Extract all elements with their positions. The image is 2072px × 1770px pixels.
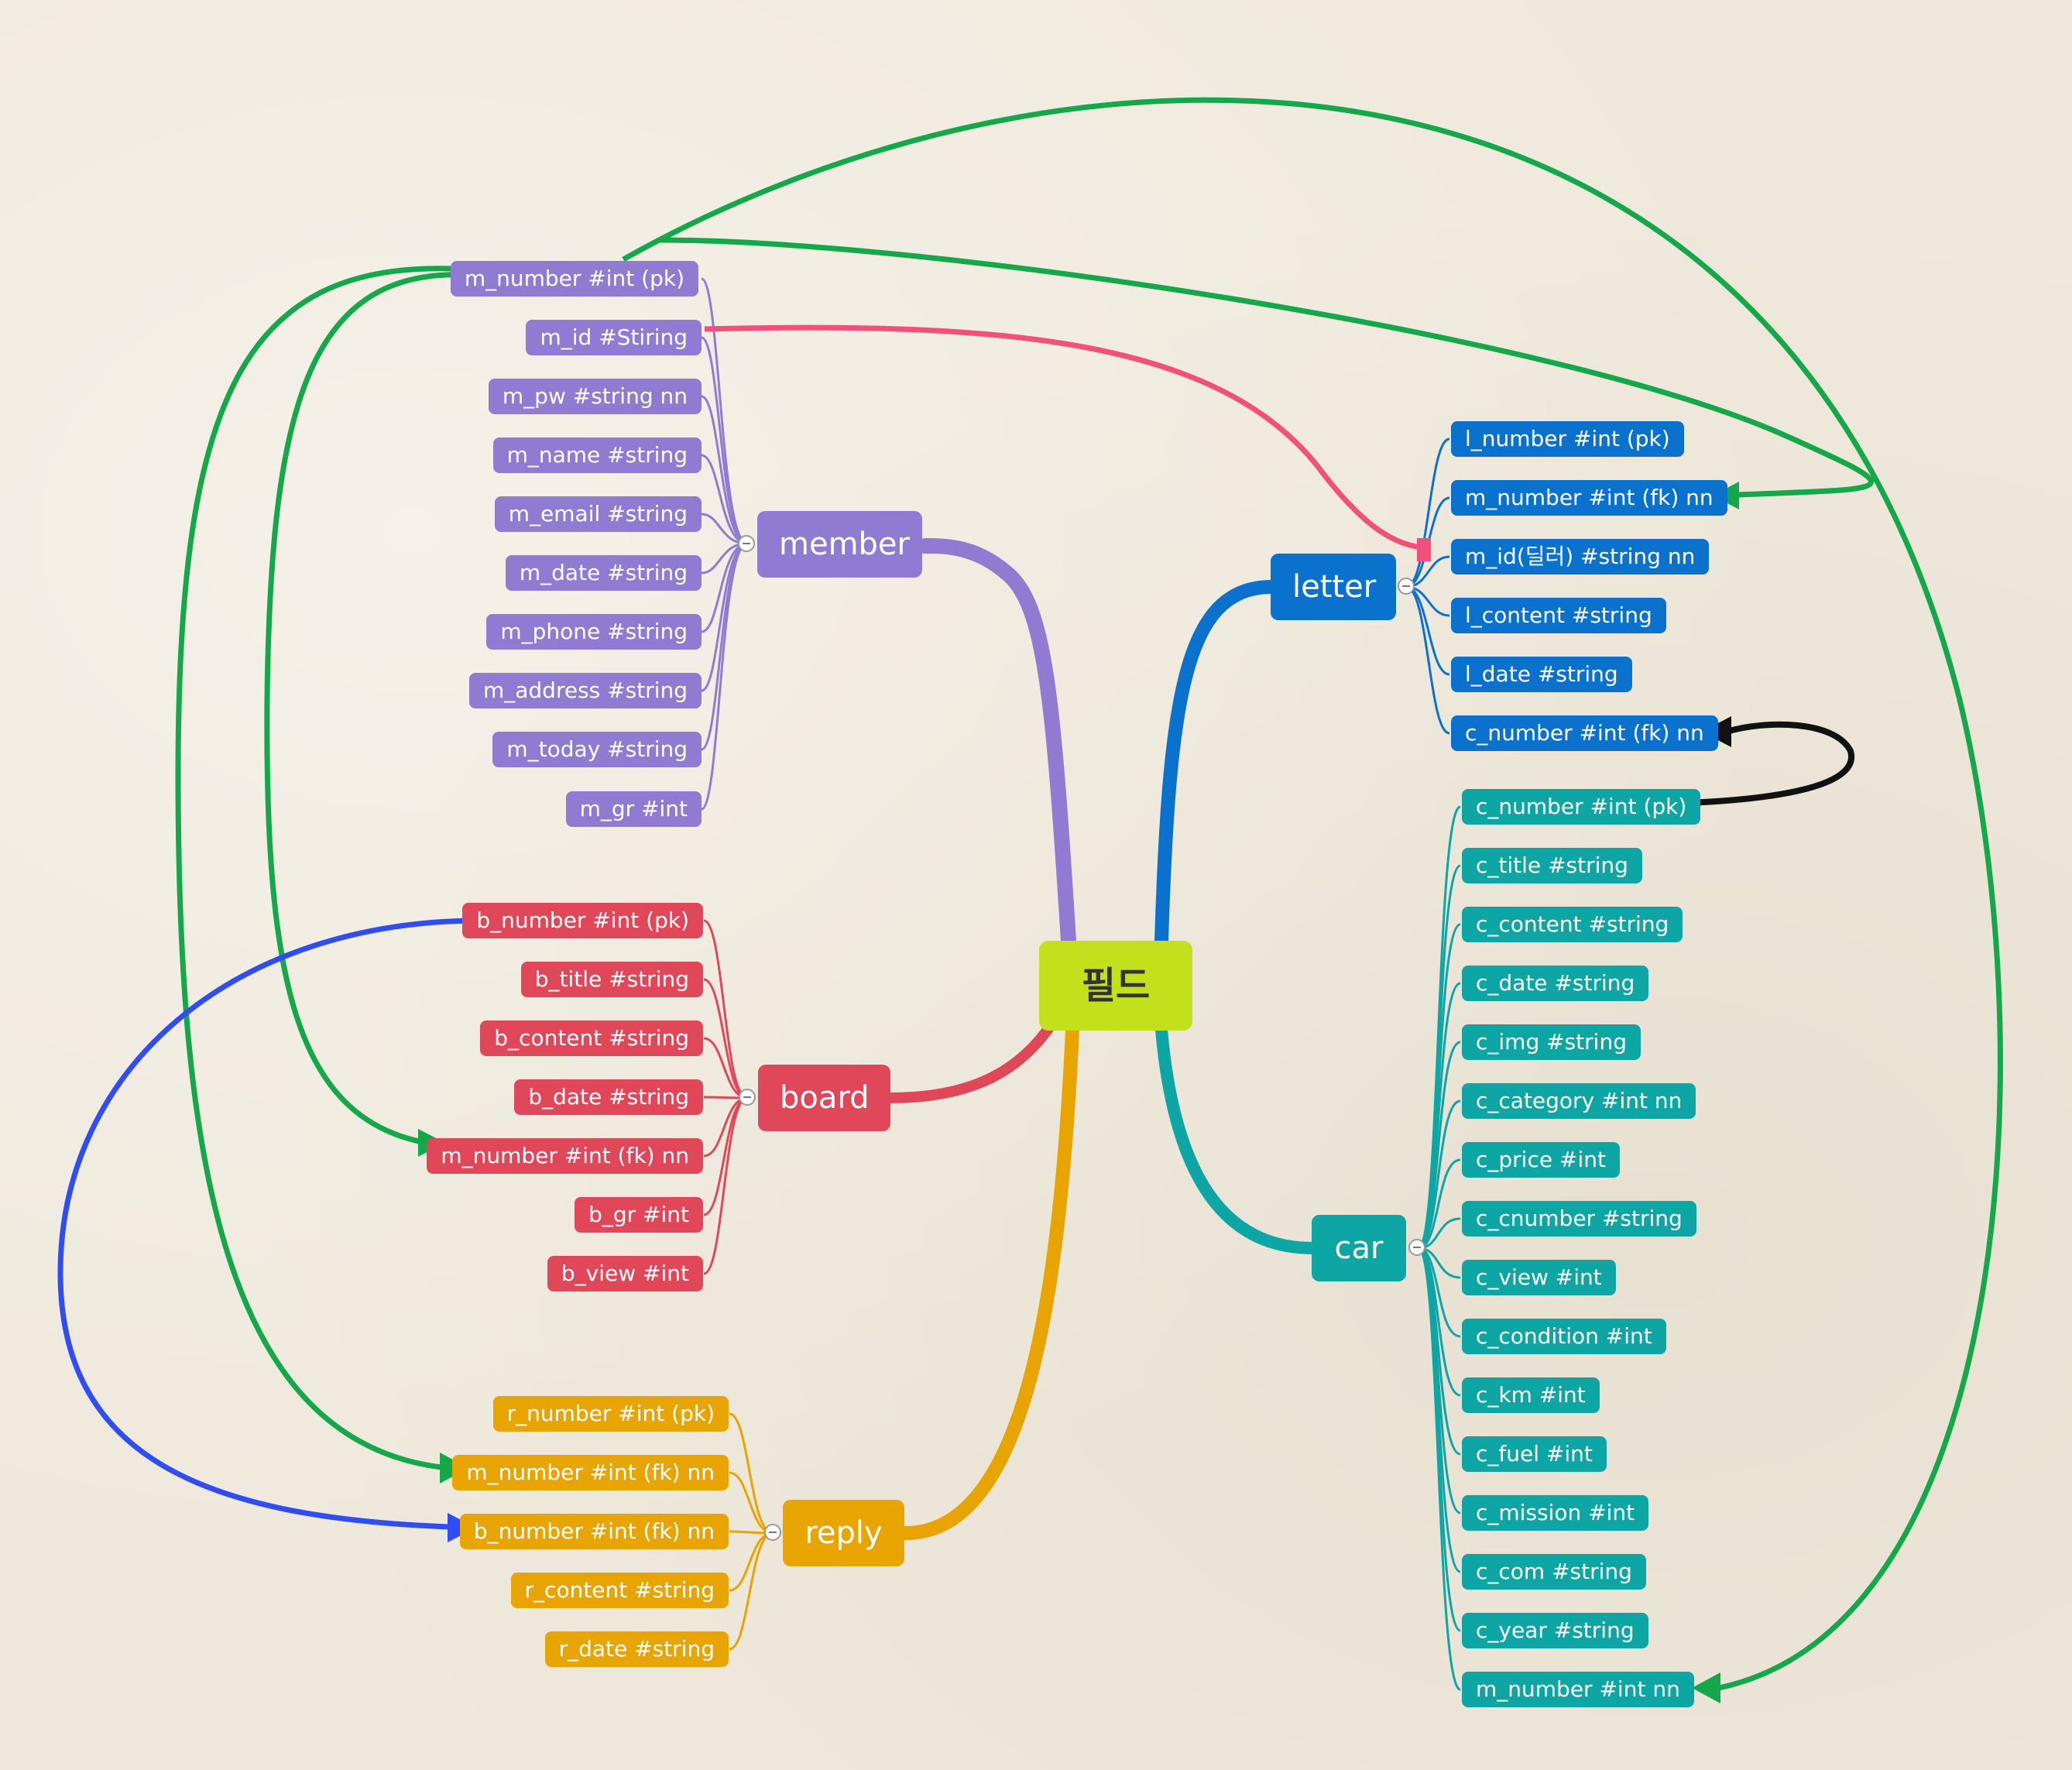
- branch-letter[interactable]: letter: [1271, 554, 1396, 620]
- letter-field-l-date[interactable]: l_date #string: [1451, 657, 1632, 692]
- car-field-c-fuel[interactable]: c_fuel #int: [1462, 1436, 1607, 1472]
- car-field-c-condition[interactable]: c_condition #int: [1462, 1319, 1666, 1354]
- branch-car[interactable]: car: [1312, 1215, 1406, 1281]
- car-field-c-category[interactable]: c_category #int nn: [1462, 1083, 1696, 1119]
- car-field-c-date[interactable]: c_date #string: [1462, 966, 1649, 1001]
- branch-connector-reply: [899, 1023, 1079, 1540]
- relation-arrow-member-to-car: [622, 97, 2003, 1691]
- car-field-c-number[interactable]: c_number #int (pk): [1462, 789, 1701, 825]
- car-field-c-com[interactable]: c_com #string: [1462, 1554, 1646, 1590]
- car-field-c-content[interactable]: c_content #string: [1462, 907, 1683, 942]
- car-field-c-title[interactable]: c_title #string: [1462, 848, 1642, 883]
- collapse-toggle-reply[interactable]: [764, 1524, 781, 1541]
- reply-field-m-number-fk[interactable]: m_number #int (fk) nn: [452, 1455, 729, 1490]
- board-field-b-gr[interactable]: b_gr #int: [575, 1197, 703, 1233]
- member-field-m-id[interactable]: m_id #Stiring: [526, 320, 702, 355]
- collapse-toggle-board[interactable]: [739, 1089, 756, 1106]
- member-field-m-pw[interactable]: m_pw #string nn: [488, 379, 702, 414]
- member-field-m-number[interactable]: m_number #int (pk): [450, 261, 698, 297]
- board-field-b-number[interactable]: b_number #int (pk): [462, 903, 703, 938]
- letter-field-m-number-fk[interactable]: m_number #int (fk) nn: [1451, 480, 1727, 516]
- member-field-m-today[interactable]: m_today #string: [492, 732, 702, 767]
- relation-arrow-car-to-letter: [1687, 721, 1855, 806]
- member-field-m-address[interactable]: m_address #string: [468, 673, 702, 708]
- car-field-c-view[interactable]: c_view #int: [1462, 1260, 1616, 1295]
- reply-field-r-content[interactable]: r_content #string: [510, 1573, 729, 1608]
- board-field-b-view[interactable]: b_view #int: [547, 1256, 703, 1291]
- branch-connector-letter: [1154, 580, 1277, 948]
- board-field-b-title[interactable]: b_title #string: [520, 962, 703, 997]
- branch-connector-board: [885, 1017, 1058, 1103]
- branch-board[interactable]: board: [758, 1065, 890, 1131]
- car-field-c-price[interactable]: c_price #int: [1462, 1142, 1620, 1178]
- board-field-b-content[interactable]: b_content #string: [480, 1020, 703, 1056]
- member-field-m-date[interactable]: m_date #string: [505, 555, 702, 591]
- relation-arrow-member-to-reply: [175, 266, 470, 1470]
- relation-arrowhead-car-m-number: [1692, 1672, 1720, 1703]
- relation-arrow-member-to-letter: [657, 237, 1874, 499]
- car-leaf-connectors: [1417, 805, 1461, 1691]
- root-node[interactable]: 필드: [1039, 941, 1192, 1031]
- branch-member[interactable]: member: [757, 511, 922, 578]
- board-field-b-date[interactable]: b_date #string: [514, 1079, 703, 1115]
- car-field-m-number[interactable]: m_number #int nn: [1462, 1672, 1694, 1707]
- relation-arrow-board-to-reply: [57, 918, 479, 1530]
- board-field-m-number-fk[interactable]: m_number #int (fk) nn: [427, 1138, 703, 1174]
- letter-field-l-number[interactable]: l_number #int (pk): [1451, 421, 1684, 457]
- car-field-c-img[interactable]: c_img #string: [1462, 1024, 1641, 1060]
- collapse-toggle-letter[interactable]: [1398, 578, 1415, 595]
- member-field-m-email[interactable]: m_email #string: [494, 496, 702, 532]
- branch-connector-car: [1155, 1024, 1319, 1254]
- reply-field-b-number-fk[interactable]: b_number #int (fk) nn: [459, 1514, 729, 1549]
- branch-connector-member: [918, 538, 1076, 948]
- relation-arrowhead-letter-m-id: [1417, 538, 1431, 561]
- collapse-toggle-car[interactable]: [1408, 1239, 1425, 1256]
- member-field-m-phone[interactable]: m_phone #string: [486, 614, 702, 650]
- relation-arrow-member-to-board: [264, 272, 470, 1145]
- member-field-m-name[interactable]: m_name #string: [492, 437, 702, 473]
- car-field-c-year[interactable]: c_year #string: [1462, 1613, 1648, 1648]
- collapse-toggle-member[interactable]: [738, 535, 755, 552]
- letter-field-c-number-fk[interactable]: c_number #int (fk) nn: [1451, 715, 1718, 751]
- letter-field-m-id-dealer[interactable]: m_id(딜러) #string nn: [1451, 539, 1710, 575]
- branch-reply[interactable]: reply: [783, 1500, 904, 1566]
- car-field-c-cnumber[interactable]: c_cnumber #string: [1462, 1201, 1696, 1237]
- car-field-c-mission[interactable]: c_mission #int: [1462, 1495, 1649, 1531]
- member-field-m-gr[interactable]: m_gr #int: [565, 791, 702, 827]
- reply-field-r-date[interactable]: r_date #string: [544, 1631, 729, 1667]
- reply-field-r-number[interactable]: r_number #int (pk): [492, 1396, 729, 1432]
- letter-field-l-content[interactable]: l_content #string: [1451, 598, 1666, 633]
- relation-arrow-member-id-to-letter: [704, 324, 1429, 551]
- car-field-c-km[interactable]: c_km #int: [1462, 1377, 1600, 1413]
